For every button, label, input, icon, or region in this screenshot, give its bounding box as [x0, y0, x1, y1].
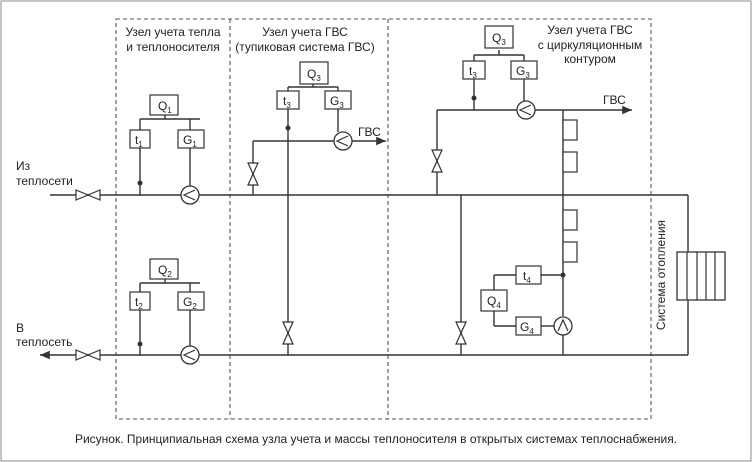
- g2-box: [177, 291, 205, 311]
- from-network-label-1: Из: [16, 159, 31, 173]
- heating-system-label: Система отопления: [654, 220, 668, 330]
- t2-label: t2: [135, 295, 143, 311]
- outlet-valve-icon: [75, 349, 101, 361]
- g3b-box: [510, 60, 538, 80]
- zone-heat-title-1: Узел учета тепла: [125, 25, 220, 39]
- g1-label: G1: [183, 133, 197, 149]
- g2-flowmeter-icon: [180, 345, 200, 365]
- t4-label: t4: [523, 269, 531, 285]
- dhw1-supply-valve-icon: [247, 162, 259, 186]
- t3b-label: t3: [469, 64, 477, 80]
- g2-label: G2: [183, 295, 197, 311]
- g3a-box: [324, 90, 352, 110]
- g1-box: [177, 129, 205, 149]
- figure-caption: Рисунок. Принципиальная схема узла учета…: [75, 432, 677, 446]
- to-network-label-1: В: [16, 321, 24, 335]
- g3a-flowmeter-icon: [333, 131, 353, 151]
- zone-dhw-circ-title-2: с циркуляционным: [538, 38, 643, 52]
- draw-off-points: [562, 119, 578, 263]
- q3b-label: Q3: [492, 31, 506, 47]
- g3b-flowmeter-icon: [516, 100, 536, 120]
- zone-heat-title-2: и теплоносителя: [126, 40, 220, 54]
- t3a-label: t3: [283, 94, 291, 110]
- g4-label: G4: [520, 320, 534, 336]
- q3b-box: [484, 25, 514, 49]
- dhw1-label: ГВС: [358, 125, 381, 139]
- zone-dhw-circ-title-3: контуром: [564, 52, 616, 66]
- dhw1-return-valve-icon: [282, 321, 294, 345]
- t3a-box: [276, 90, 300, 110]
- zone-dhw-circ-title-1: Узел учета ГВС: [547, 23, 633, 37]
- q2-box: [149, 258, 179, 280]
- t2-sensor-point: [137, 341, 143, 347]
- g1-flowmeter-icon: [180, 185, 200, 205]
- dhw2-label: ГВС: [603, 93, 626, 107]
- t1-sensor-point: [137, 180, 143, 186]
- g4-flowmeter-icon: [553, 316, 573, 336]
- q3a-box: [299, 61, 329, 85]
- zone-dhw-dead-end-title-2: (тупиковая система ГВС): [235, 40, 374, 54]
- t3b-box: [462, 60, 486, 80]
- zone-dhw-dead-end-title-1: Узел учета ГВС: [262, 25, 348, 39]
- from-network-label-2: теплосети: [16, 174, 73, 188]
- dhw2-return-valve-icon: [455, 321, 467, 345]
- t4-box: [515, 265, 542, 285]
- radiator-icon: [676, 251, 726, 301]
- inlet-valve-icon: [75, 189, 101, 201]
- q1-box: [149, 94, 179, 116]
- q4-label: Q4: [487, 294, 501, 310]
- g4-box: [515, 316, 542, 336]
- zones-boundary: [115, 18, 652, 420]
- q4-box: [480, 289, 508, 312]
- g3b-label: G3: [516, 64, 530, 80]
- dhw2-supply-valve-icon: [431, 149, 443, 173]
- q1-label: Q1: [158, 99, 172, 115]
- t1-label: t1: [135, 133, 143, 149]
- to-network-label-2: теплосеть: [16, 335, 72, 349]
- g3a-label: G3: [330, 94, 344, 110]
- q2-label: Q2: [158, 263, 172, 279]
- q3a-label: Q3: [307, 67, 321, 83]
